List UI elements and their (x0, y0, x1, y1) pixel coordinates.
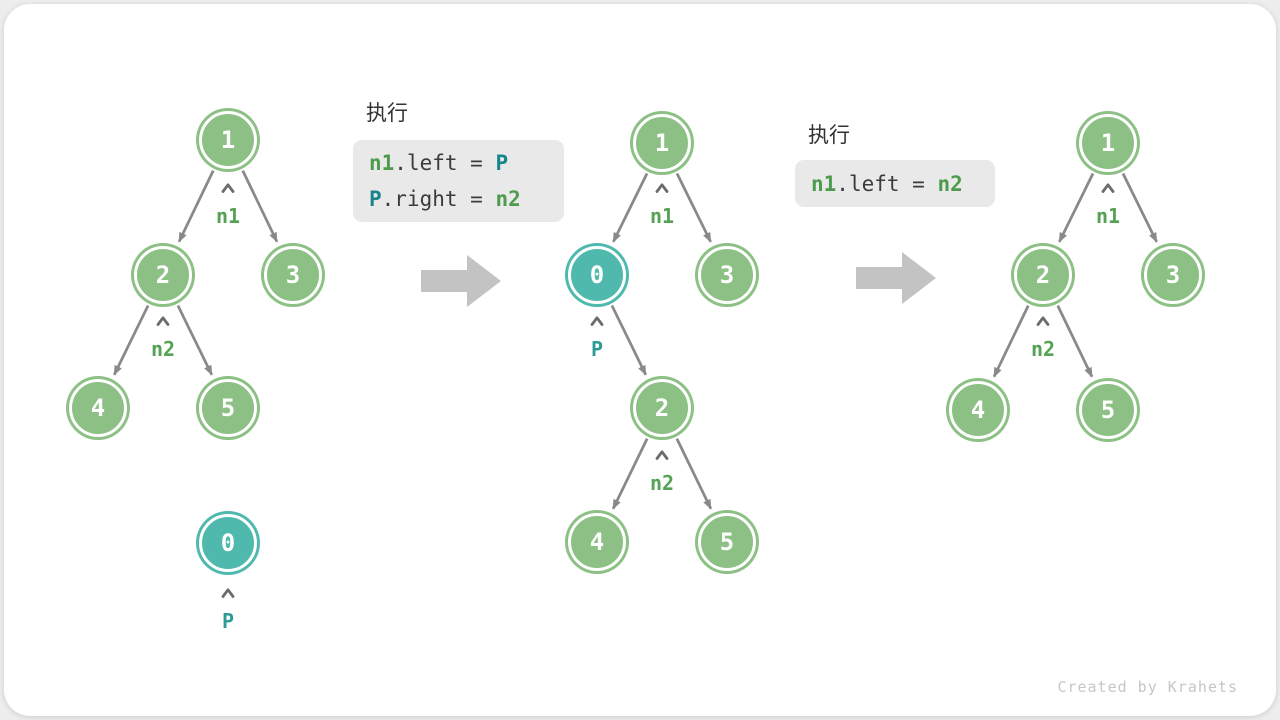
step-1-initial-node-5: 5 (199, 379, 257, 437)
step-1-initial-pointer-chevron-P (221, 588, 236, 598)
tree-edge (177, 170, 215, 243)
step-3-node-removed-node-4: 4 (949, 381, 1007, 439)
step-2-node-inserted-node-0: 0 (568, 246, 626, 304)
code-token: .left = (836, 171, 938, 196)
step-1-initial-pointer-chevron-n2 (156, 316, 171, 326)
tree-edge (241, 170, 279, 243)
tree-edge (675, 437, 713, 510)
flow-arrow-2-right-arrow-icon (856, 252, 936, 304)
step-1-initial-pointer-label-n2: n2 (150, 337, 176, 361)
step-3-node-removed-pointer-chevron-n2 (1036, 316, 1051, 326)
step-3-node-removed-node-5: 5 (1079, 381, 1137, 439)
step-1-initial-pointer-label-P: P (221, 609, 235, 633)
step-1-initial-node-4: 4 (69, 379, 127, 437)
tree-edge (611, 437, 649, 510)
code-token: P (369, 187, 382, 211)
pointer-up-chevron-icon (1036, 316, 1050, 326)
code-block-2-title: 执行 (808, 124, 850, 147)
code-token: n2 (937, 171, 963, 196)
code-token: n2 (495, 187, 521, 211)
flow-arrow-1-right-arrow-icon (421, 255, 501, 307)
step-2-node-inserted-node-4: 4 (568, 513, 626, 571)
step-2-node-inserted-pointer-chevron-P (590, 316, 605, 326)
code-block-1-title: 执行 (366, 102, 408, 125)
step-3-node-removed-pointer-chevron-n1 (1101, 183, 1116, 193)
step-2-node-inserted-node-2: 2 (633, 379, 691, 437)
code-block-2: n1.left = n2 (795, 160, 995, 207)
step-2-node-inserted-pointer-label-n2: n2 (649, 471, 675, 495)
step-3-node-removed-pointer-label-n2: n2 (1030, 337, 1056, 361)
tree-edge (1121, 172, 1158, 243)
code-token: n1 (369, 151, 395, 175)
step-2-node-inserted-node-5: 5 (698, 513, 756, 571)
watermark-credit: Created by Krahets (1057, 678, 1238, 696)
pointer-up-chevron-icon (655, 183, 669, 193)
code-line: n1.left = n2 (811, 166, 979, 202)
tree-edge (675, 172, 712, 243)
pointer-up-chevron-icon (156, 316, 170, 326)
step-2-node-inserted-pointer-label-P: P (590, 337, 604, 361)
step-3-node-removed-pointer-label-n1: n1 (1095, 204, 1121, 228)
tree-edge (176, 304, 213, 376)
code-token: .left = (394, 151, 496, 175)
code-line: n1.left = P (369, 145, 548, 181)
tree-edge (1056, 305, 1094, 378)
step-1-initial-node-3: 3 (264, 246, 322, 304)
step-2-node-inserted-pointer-chevron-n1 (655, 183, 670, 193)
code-token: .right = (381, 187, 496, 211)
step-1-initial-node-1: 1 (199, 111, 257, 169)
step-3-node-removed-node-3: 3 (1144, 246, 1202, 304)
pointer-up-chevron-icon (221, 588, 235, 598)
tree-edge (1058, 172, 1095, 243)
code-token: n1 (811, 171, 837, 196)
step-1-initial-node-0: 0 (199, 514, 257, 572)
code-line: P.right = n2 (369, 181, 548, 217)
step-3-node-removed-node-1: 1 (1079, 114, 1137, 172)
pointer-up-chevron-icon (221, 183, 235, 193)
tree-edge (113, 304, 150, 376)
step-2-node-inserted-pointer-chevron-n2 (655, 450, 670, 460)
step-1-initial-node-2: 2 (134, 246, 192, 304)
pointer-up-chevron-icon (655, 450, 669, 460)
step-2-node-inserted-node-3: 3 (698, 246, 756, 304)
pointer-up-chevron-icon (590, 316, 604, 326)
tree-edge (992, 305, 1030, 378)
tree-edge (612, 172, 649, 243)
step-2-node-inserted-pointer-label-n1: n1 (649, 204, 675, 228)
code-token: P (495, 151, 509, 175)
step-2-node-inserted-node-1: 1 (633, 114, 691, 172)
step-3-node-removed-node-2: 2 (1014, 246, 1072, 304)
tree-edge (610, 304, 647, 376)
pointer-up-chevron-icon (1101, 183, 1115, 193)
step-1-initial-pointer-label-n1: n1 (215, 204, 241, 228)
step-1-initial-pointer-chevron-n1 (221, 183, 236, 193)
